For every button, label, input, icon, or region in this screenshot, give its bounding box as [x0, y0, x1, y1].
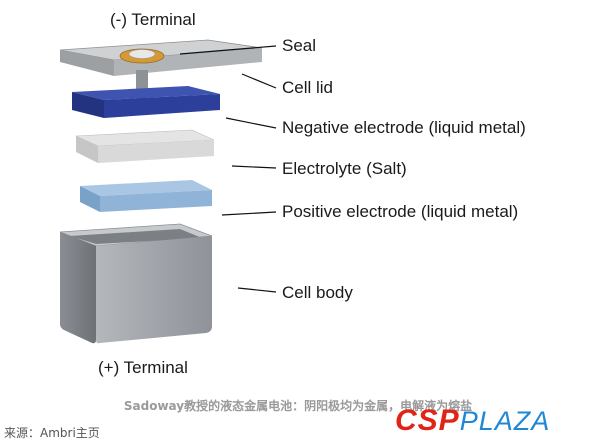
cell-lid-label: Cell lid: [282, 78, 333, 97]
electrolyte-leader: [231, 165, 277, 169]
figure-caption: Sadoway教授的液态金属电池：阴阳极均为金属，电解液为熔盐: [123, 399, 473, 413]
logo-csp-text: CSP: [395, 404, 460, 437]
seal-leader: [179, 45, 277, 55]
negative-electrode-label: Negative electrode (liquid metal): [282, 118, 526, 137]
source-credit: 来源：Ambri主页: [4, 426, 100, 440]
positive-electrode-label: Positive electrode (liquid metal): [282, 202, 518, 221]
cell-lid: [59, 39, 263, 76]
terminal-negative-label: (-) Terminal: [110, 10, 196, 29]
positive-electrode: [80, 180, 212, 212]
seal: [119, 48, 165, 64]
seal-label: Seal: [282, 36, 316, 55]
electrolyte-label: Electrolyte (Salt): [282, 159, 407, 178]
electrolyte-layer: [75, 129, 215, 163]
negative-electrode-leader: [225, 117, 277, 129]
cell-body: [59, 223, 213, 344]
csp-plaza-logo: CSPPLAZA: [395, 404, 550, 438]
positive-electrode-leader: [221, 211, 277, 216]
cell-lid-leader: [241, 73, 277, 89]
terminal-positive-label: (+) Terminal: [98, 358, 188, 377]
logo-plaza-text: PLAZA: [459, 406, 551, 436]
cell-body-leader: [237, 287, 277, 293]
negative-electrode: [72, 86, 220, 118]
cell-body-label: Cell body: [282, 283, 353, 302]
